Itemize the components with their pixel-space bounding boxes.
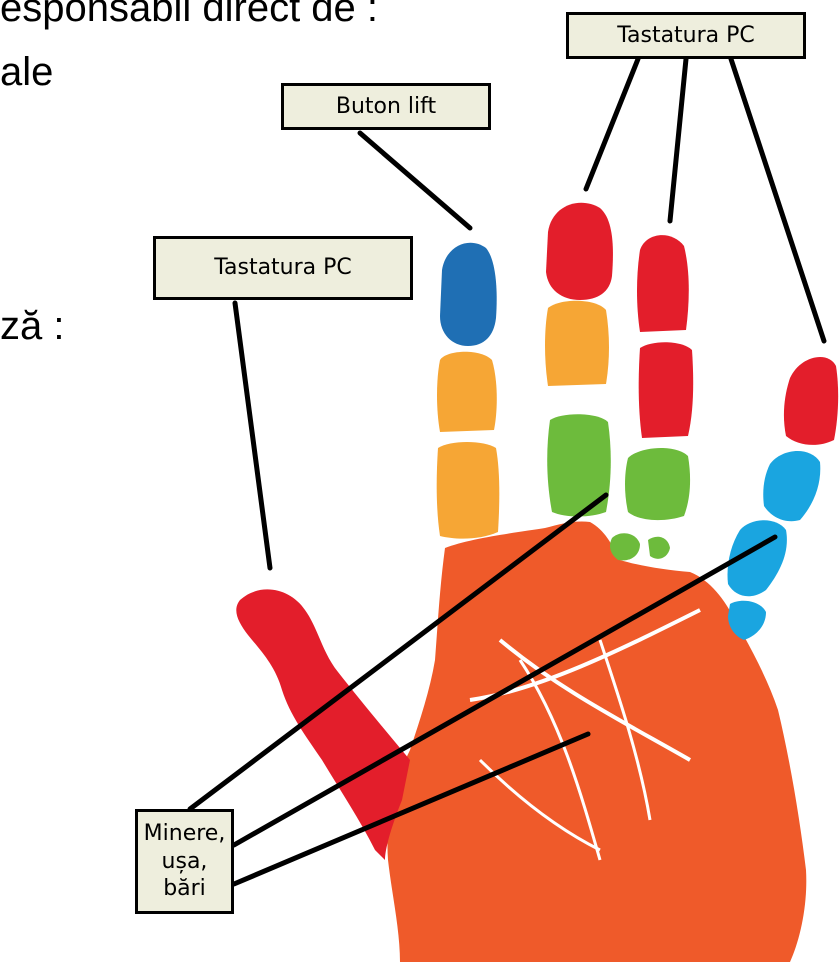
little-tip-red: [784, 357, 838, 445]
callout-keyboard-top: Tastatura PC: [566, 12, 806, 59]
little-segment-light-blue-1: [763, 451, 820, 521]
middle-tip-red: [546, 203, 613, 300]
ring-knuckle-green-2: [648, 537, 670, 559]
callout-elevator-button: Buton lift: [281, 83, 491, 130]
leader-line-lift: [360, 133, 470, 228]
index-segment-yellow-2: [437, 442, 500, 539]
ring-segment-red: [639, 342, 694, 438]
middle-segment-yellow: [545, 301, 609, 386]
ring-tip-red: [637, 235, 689, 332]
leader-line-left: [235, 303, 270, 568]
callout-handles-door-bars: Minere, ușa, bări: [135, 809, 234, 914]
ring-knuckle-green-1: [610, 533, 640, 560]
index-tip-blue: [440, 243, 497, 346]
leader-line-top-3: [731, 59, 824, 341]
ring-segment-green: [625, 448, 690, 520]
leader-line-top-2: [670, 59, 686, 221]
callout-keyboard-left: Tastatura PC: [153, 236, 413, 300]
index-segment-yellow-1: [437, 352, 497, 432]
leader-line-top-1: [586, 59, 638, 189]
